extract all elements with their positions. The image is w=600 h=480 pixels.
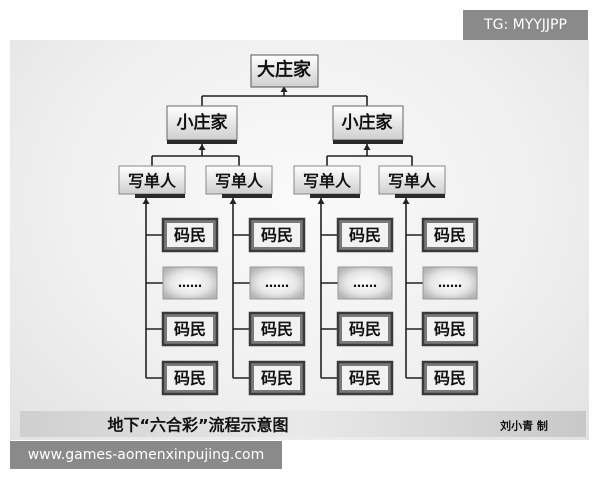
bettor-box-inner bbox=[254, 223, 300, 247]
watermark-telegram: TG: MYYJJPP bbox=[463, 10, 588, 40]
bettor-box-inner bbox=[254, 366, 300, 390]
bettor-label: 码民 bbox=[261, 226, 293, 245]
ellipsis-label: …… bbox=[178, 276, 202, 290]
arrow-column bbox=[142, 198, 150, 204]
arrow-column bbox=[317, 198, 325, 204]
level3-label: 写单人 bbox=[388, 172, 437, 191]
bettor-box-inner bbox=[342, 366, 388, 390]
level2-label: 小庄家 bbox=[177, 112, 228, 133]
bettor-box-inner bbox=[254, 317, 300, 341]
bettor-label: 码民 bbox=[349, 226, 381, 245]
root-label: 大庄家 bbox=[257, 59, 312, 81]
root-box bbox=[250, 54, 319, 88]
level3-label: 写单人 bbox=[303, 172, 352, 191]
bettor-box-inner bbox=[427, 317, 473, 341]
bettor-label: 码民 bbox=[174, 226, 206, 245]
level3-box bbox=[378, 165, 446, 195]
ellipsis-box bbox=[337, 266, 393, 300]
level3-underline bbox=[395, 194, 445, 198]
level2-label: 小庄家 bbox=[342, 112, 393, 133]
bettor-box-inner bbox=[167, 223, 213, 247]
bettor-label: 码民 bbox=[261, 369, 293, 388]
bettor-box-inner bbox=[342, 317, 388, 341]
bettor-label: 码民 bbox=[174, 320, 206, 339]
ellipsis-label: …… bbox=[353, 276, 377, 290]
bettor-label: 码民 bbox=[349, 320, 381, 339]
arrow-column bbox=[229, 198, 237, 204]
watermark-url: www.games-aomenxinpujing.com bbox=[10, 441, 282, 469]
arrow-root bbox=[280, 86, 288, 92]
level3-underline bbox=[135, 194, 185, 198]
bettor-label: 码民 bbox=[434, 226, 466, 245]
level3-label: 写单人 bbox=[215, 172, 264, 191]
bettor-label: 码民 bbox=[174, 369, 206, 388]
bettor-label: 码民 bbox=[434, 369, 466, 388]
ellipsis-box bbox=[422, 266, 478, 300]
bettor-label: 码民 bbox=[434, 320, 466, 339]
level2-underline bbox=[167, 140, 237, 144]
arrow-column bbox=[402, 198, 410, 204]
ellipsis-box bbox=[249, 266, 305, 300]
bettor-box-inner bbox=[167, 366, 213, 390]
level3-box bbox=[118, 165, 186, 195]
arrow-level2 bbox=[363, 144, 371, 150]
level3-underline bbox=[310, 194, 360, 198]
arrow-level2 bbox=[198, 144, 206, 150]
level2-underline bbox=[333, 140, 403, 144]
caption-title: 地下“六合彩”流程示意图 bbox=[107, 416, 288, 435]
bettor-box-inner bbox=[427, 223, 473, 247]
bettor-label: 码民 bbox=[261, 320, 293, 339]
ellipsis-label: …… bbox=[438, 276, 462, 290]
level3-label: 写单人 bbox=[128, 172, 177, 191]
caption-bar bbox=[20, 411, 586, 437]
level2-box bbox=[332, 105, 404, 141]
bettor-box-inner bbox=[427, 366, 473, 390]
caption-author: 刘小青 制 bbox=[500, 419, 548, 433]
level3-underline bbox=[222, 194, 272, 198]
bettor-box-inner bbox=[342, 223, 388, 247]
bettor-box-inner bbox=[167, 317, 213, 341]
bettor-label: 码民 bbox=[349, 369, 381, 388]
ellipsis-label: …… bbox=[265, 276, 289, 290]
ellipsis-box bbox=[162, 266, 218, 300]
level3-box bbox=[293, 165, 361, 195]
